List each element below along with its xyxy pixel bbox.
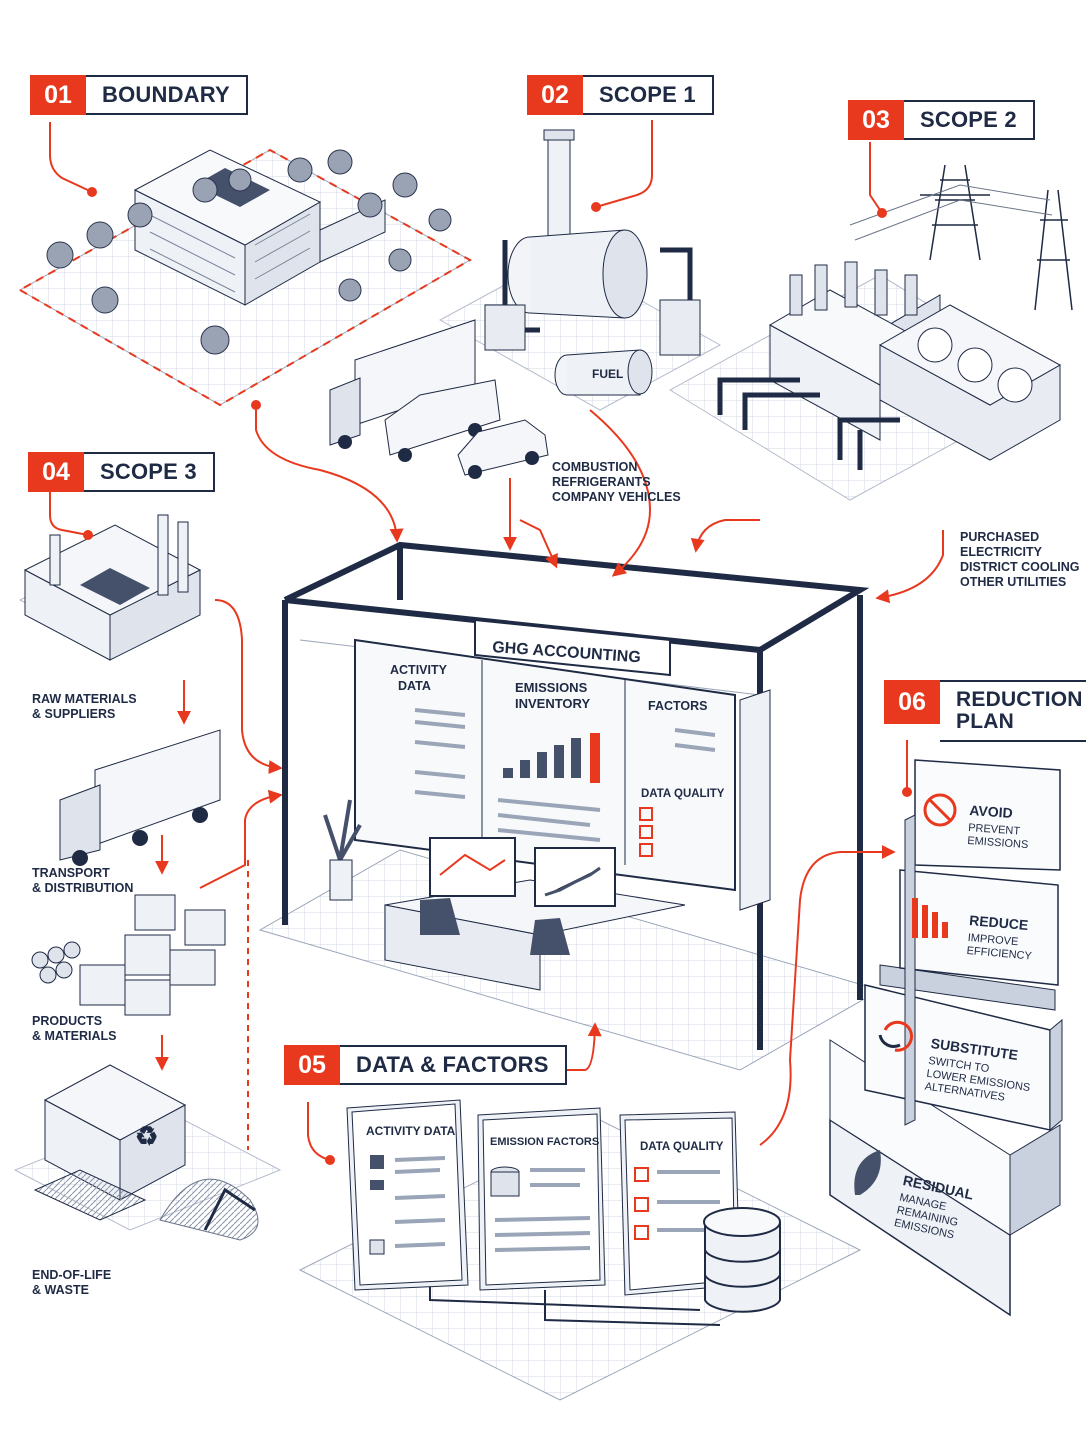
scope2-item: OTHER UTILITIES	[960, 575, 1067, 589]
scope2-item: PURCHASED	[960, 530, 1040, 544]
step-label: SCOPE 2	[904, 100, 1035, 140]
scope1-items: COMBUSTION REFRIGERANTS COMPANY VEHICLES	[552, 460, 681, 505]
step-label: REDUCTION PLAN	[940, 680, 1086, 742]
caption-line: TRANSPORT	[32, 866, 110, 880]
caption-line: END-OF-LIFE	[32, 1268, 112, 1282]
boundary-site	[17, 122, 473, 407]
ghg-quality: DATA QUALITY	[641, 788, 725, 800]
flow-arrows	[251, 400, 944, 1165]
step-number: 04	[28, 452, 84, 492]
documents-platform: ACTIVITY DATA EMISSION FACTORS DATA QUAL…	[298, 1099, 862, 1401]
scope2-item: ELECTRICITY	[960, 545, 1042, 559]
recycle-icon: ♻	[135, 1121, 158, 1151]
caption-line: & WASTE	[32, 1283, 89, 1297]
doc-quality-title: DATA QUALITY	[640, 1141, 724, 1153]
doc-factors-title: EMISSION FACTORS	[490, 1136, 599, 1148]
step-number: 01	[30, 75, 86, 115]
step-04-scope3-badge: 04 SCOPE 3	[28, 452, 215, 492]
ghg-accounting-center: GHG ACCOUNTING ACTIVITY DATA EMISSIONS I…	[258, 541, 882, 1071]
caption-line: & SUPPLIERS	[32, 707, 116, 721]
substitute-icon	[883, 1020, 914, 1052]
scope3-raw-materials-caption: RAW MATERIALS & SUPPLIERS	[32, 692, 137, 722]
scope1-plant: FUEL	[329, 120, 722, 479]
scope1-item: REFRIGERANTS	[552, 475, 651, 489]
scope2-item: DISTRICT COOLING	[960, 560, 1080, 574]
scope3-transport-caption: TRANSPORT & DISTRIBUTION	[32, 866, 133, 896]
scope1-item: COMBUSTION	[552, 460, 638, 474]
step-number: 06	[884, 680, 940, 724]
step-02-scope1-badge: 02 SCOPE 1	[527, 75, 714, 115]
reduction-reduce: REDUCE IMPROVE EFFICIENCY	[966, 912, 1035, 964]
step-label: BOUNDARY	[86, 75, 248, 115]
step-number: 05	[284, 1045, 340, 1085]
ghg-inventory-l1: EMISSIONS	[515, 680, 588, 695]
reduction-title: AVOID	[968, 802, 1014, 821]
step-05-data-factors-badge: 05 DATA & FACTORS	[284, 1045, 567, 1085]
scope3-chain: ♻	[13, 492, 283, 1241]
scope3-products-caption: PRODUCTS & MATERIALS	[32, 1014, 117, 1044]
doc-activity-title: ACTIVITY DATA	[366, 1124, 456, 1138]
fuel-tank-label: FUEL	[592, 367, 623, 381]
step-number: 02	[527, 75, 583, 115]
caption-line: & DISTRIBUTION	[32, 881, 134, 895]
scope1-item: COMPANY VEHICLES	[552, 490, 681, 504]
step-03-scope2-badge: 03 SCOPE 2	[848, 100, 1035, 140]
scope2-substation	[669, 142, 1073, 501]
reduction-avoid: AVOID PREVENT EMISSIONS	[967, 802, 1031, 852]
step-01-boundary-badge: 01 BOUNDARY	[30, 75, 248, 115]
ghg-highlight-bar	[590, 733, 600, 783]
excavator-arm	[203, 1187, 256, 1231]
reduction-stack	[829, 759, 1063, 1317]
ghg-activity-l1: ACTIVITY	[390, 663, 448, 677]
avoid-icon	[923, 793, 957, 827]
ghg-activity-l2: DATA	[398, 679, 431, 693]
step-label-line2: PLAN	[956, 710, 1014, 733]
reduce-icon	[912, 898, 948, 938]
leaf-icon	[854, 1150, 881, 1195]
doc-activity-data: ACTIVITY DATA	[346, 1099, 469, 1291]
caption-line: RAW MATERIALS	[32, 692, 137, 706]
step-label: SCOPE 1	[583, 75, 714, 115]
caption-line: PRODUCTS	[32, 1014, 103, 1028]
step-06-reduction-badge: 06 REDUCTION PLAN	[884, 680, 1086, 742]
doc-emission-factors: EMISSION FACTORS	[477, 1107, 606, 1291]
step-label: DATA & FACTORS	[340, 1045, 567, 1085]
step-number: 03	[848, 100, 904, 140]
ghg-factors: FACTORS	[648, 699, 708, 713]
step-label: SCOPE 3	[84, 452, 215, 492]
caption-line: & MATERIALS	[32, 1029, 117, 1043]
ghg-inventory-l2: INVENTORY	[515, 696, 590, 711]
scope3-end-of-life-caption: END-OF-LIFE & WASTE	[32, 1268, 111, 1298]
database-cylinder	[703, 1207, 781, 1313]
step-label-line1: REDUCTION	[956, 688, 1083, 711]
scope2-items: PURCHASED ELECTRICITY DISTRICT COOLING O…	[960, 530, 1079, 590]
